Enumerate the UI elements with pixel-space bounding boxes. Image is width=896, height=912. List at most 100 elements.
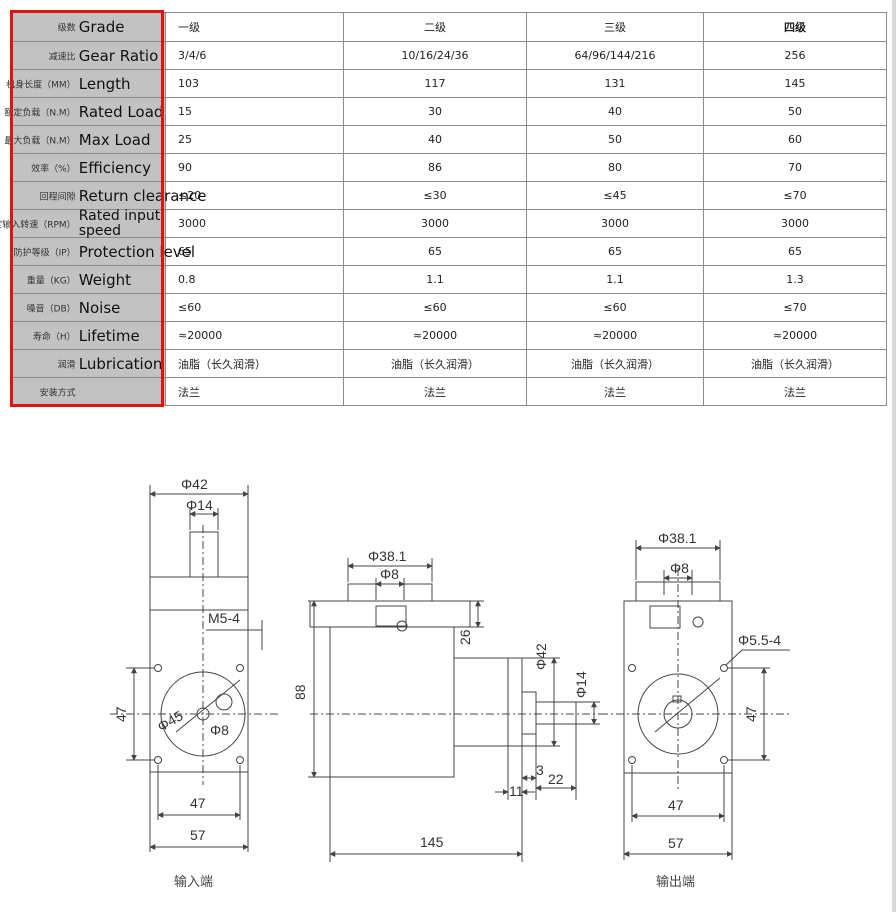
spec-cell: 15 [165, 97, 344, 126]
dim-side-phi8: Φ8 [380, 566, 399, 582]
spec-cell: 50 [703, 97, 887, 126]
spec-cell: 1.1 [343, 265, 527, 294]
spec-label-cn: 额定输入转速（RPM） [0, 220, 76, 230]
dim-input-m5: M5-4 [208, 610, 240, 626]
spec-cell: 40 [526, 97, 704, 126]
spec-cell: 65 [343, 237, 527, 266]
spec-label: 安装方式 [10, 377, 166, 406]
spec-label-en: Rated Load [78, 102, 164, 121]
dim-input-phi8: Φ8 [210, 722, 229, 738]
dim-side-88: 88 [292, 684, 308, 700]
spec-cell: 60 [703, 125, 887, 154]
spec-label: 效率（%）Efficiency [10, 153, 166, 182]
dim-input-phi45: Φ45 [155, 707, 186, 734]
dim-side-phi14: Φ14 [573, 671, 589, 698]
dim-side-11: 11 [509, 783, 524, 799]
spec-cell: 法兰 [343, 377, 527, 406]
spec-cell: ≈20000 [703, 321, 887, 350]
spec-label-en: Gear Ratio [78, 46, 159, 65]
spec-cell: 70 [703, 153, 887, 182]
dim-output-47h: 47 [668, 797, 684, 813]
spec-label-cn: 寿命（H） [32, 332, 76, 342]
spec-cell: 油脂（长久润滑） [343, 349, 527, 378]
spec-cell: 法兰 [703, 377, 887, 406]
dim-input-47h: 47 [190, 795, 206, 811]
dim-input-phi42: Φ42 [181, 476, 208, 492]
spec-label-en: Lubrication [78, 354, 163, 373]
spec-label-cn: 机身长度（MM） [6, 80, 76, 90]
spec-cell: 65 [165, 237, 344, 266]
spec-cell: 1.3 [703, 265, 887, 294]
spec-label-cn: 减速比 [48, 52, 76, 62]
dim-side-phi42: Φ42 [533, 643, 549, 670]
spec-label: 防护等级（IP）Protection level [10, 237, 195, 266]
spec-label-cn: 额定负载（N.M） [4, 108, 76, 118]
spec-cell: 65 [526, 237, 704, 266]
spec-label-en: Grade [78, 18, 125, 36]
spec-label-en: Protection level [78, 242, 196, 261]
dim-side-26: 26 [457, 629, 473, 645]
spec-cell: 103 [165, 69, 344, 98]
spec-cell: 油脂（长久润滑） [165, 349, 344, 378]
spec-label-cn: 回程间隙 [39, 192, 76, 202]
spec-cell: 80 [526, 153, 704, 182]
spec-label: 额定输入转速（RPM）Rated input speed [0, 208, 166, 238]
spec-cell: 法兰 [165, 377, 344, 406]
spec-cell: ≈20000 [526, 321, 704, 350]
caption-input-end: 输入端 [174, 874, 213, 890]
spec-label-cn: 润滑 [57, 360, 76, 370]
spec-label-en: Return clearance [78, 186, 207, 205]
spec-cell: 四级 [703, 12, 887, 42]
spec-cell: 65 [703, 237, 887, 266]
spec-cell: 86 [343, 153, 527, 182]
spec-cell: 一级 [165, 12, 344, 42]
spec-cell: 3000 [703, 209, 887, 238]
spec-cell: ≈20000 [165, 321, 344, 350]
spec-cell: 3/4/6 [165, 41, 344, 70]
spec-label-cn: 安装方式 [39, 388, 76, 398]
spec-cell: ≤70 [703, 293, 887, 322]
spec-cell: 3000 [526, 209, 704, 238]
spec-cell: 30 [343, 97, 527, 126]
spec-cell: ≤60 [526, 293, 704, 322]
dim-side-145: 145 [420, 834, 444, 850]
spec-label-en: Efficiency [78, 158, 152, 177]
spec-cell: 油脂（长久润滑） [703, 349, 887, 378]
spec-label: 机身长度（MM）Length [6, 69, 166, 98]
spec-cell: 三级 [526, 12, 704, 42]
dim-side-phi38: Φ38.1 [368, 548, 407, 564]
spec-label-en: Max Load [78, 130, 151, 149]
spec-label-cn: 效率（%） [31, 164, 76, 174]
spec-cell: 油脂（长久润滑） [526, 349, 704, 378]
spec-label: 额定负载（N.M）Rated Load [4, 97, 166, 126]
spec-cell: ≤20 [165, 181, 344, 210]
spec-row: 寿命（H）Lifetime≈20000≈20000≈20000≈20000 [10, 321, 887, 350]
output-end-view [600, 540, 790, 860]
spec-cell: ≤45 [526, 181, 704, 210]
spec-label: 寿命（H）Lifetime [10, 321, 166, 350]
spec-cell: 二级 [343, 12, 527, 42]
dim-side-22: 22 [548, 771, 564, 787]
spec-cell: 117 [343, 69, 527, 98]
spec-cell: ≈20000 [343, 321, 527, 350]
dim-input-47v: 47 [113, 706, 129, 722]
dim-output-phi8: Φ8 [670, 560, 689, 576]
spec-label-cn: 最大负载（N.M） [4, 136, 76, 146]
spec-label: 重量（KG）Weight [10, 265, 166, 294]
dim-output-phi55: Φ5.5-4 [738, 632, 781, 648]
dim-output-phi38: Φ38.1 [658, 530, 697, 546]
dim-side-3: 3 [536, 762, 544, 778]
spec-cell: 64/96/144/216 [526, 41, 704, 70]
spec-label-cn: 级数 [57, 23, 76, 34]
spec-cell: 90 [165, 153, 344, 182]
